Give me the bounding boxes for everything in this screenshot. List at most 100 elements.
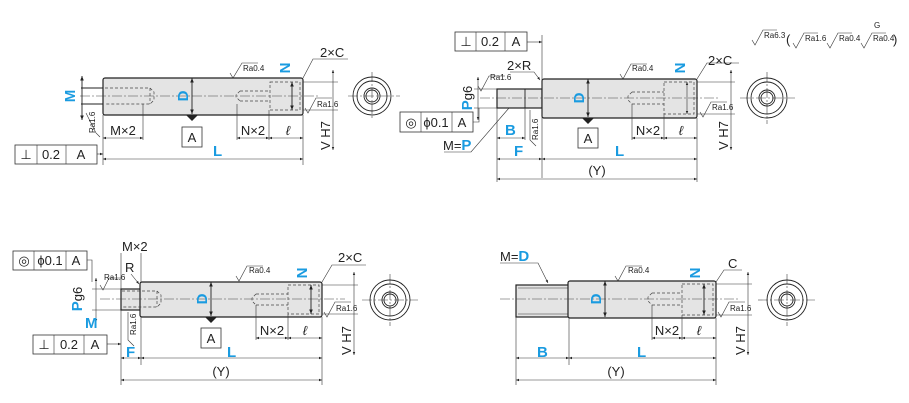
dim-n-x2: N×2	[636, 123, 660, 138]
svg-text:M=P: M=P	[443, 137, 471, 154]
dim-length-l: L	[637, 344, 646, 361]
fig2-tol-top-symbol: ⊥	[460, 34, 471, 49]
dim-m-x2: M×2	[110, 123, 136, 138]
dim-d: D	[194, 293, 211, 304]
fig2-m-p: P	[461, 137, 471, 154]
shaft-body	[139, 281, 323, 318]
dim-n: N	[672, 63, 689, 74]
fig2-m-eq: M=	[443, 138, 461, 153]
coaxiality-frame: ◎ ϕ0.1 A	[399, 108, 480, 133]
dim-p: P	[459, 100, 476, 110]
figure-4-threaded-shaft: M=D Ra0.4 D N C Ra1.6 N×2 ℓ B L (Y) V H7	[500, 248, 815, 385]
end-view	[758, 274, 815, 326]
dim-n-x2: N×2	[655, 323, 679, 338]
fig3-tol-coax-symbol: ◎	[18, 253, 29, 268]
roughness-end: Ra1.6	[317, 100, 339, 109]
legend-ra-b: Ra0.4	[839, 34, 861, 43]
dim-n: N	[687, 268, 704, 279]
svg-text:M=D: M=D	[500, 248, 529, 265]
dim-v-h7: V H7	[339, 326, 354, 355]
tolerance-frame: ⊥ 0.2 A	[32, 334, 121, 355]
roughness-end: Ra1.6	[336, 304, 358, 313]
roughness-end: Ra1.6	[712, 103, 734, 112]
roughness-shaft: Ra1.6	[490, 73, 512, 82]
roughness-top: Ra0.4	[628, 266, 650, 275]
shaft-body	[541, 78, 698, 119]
dim-f: F	[126, 344, 135, 361]
dim-l-small: ℓ	[697, 323, 702, 338]
fig3-g6: g6	[70, 287, 85, 301]
fig2-tol-top-datum: A	[512, 34, 521, 49]
chamfer-label: 2×C	[708, 53, 732, 68]
fig3-tol-coax-value: ϕ0.1	[37, 253, 62, 268]
tolerance-frame: ⊥ 0.2 A	[14, 144, 103, 165]
roughness-face: Ra1.6	[88, 111, 97, 133]
roughness-shaft: Ra1.6	[104, 273, 126, 282]
figure-1-straight-shaft: M D A N 2×C Ra0.4 Ra1.6 Ra1.6 M×2 N×2 ℓ …	[14, 45, 400, 165]
dim-total-y: (Y)	[607, 364, 624, 379]
surface-roughness-legend: Ra6.3 ( Ra1.6 Ra0.4 Ra0.4 G )	[751, 21, 897, 49]
roughness-shoulder: Ra1.6	[129, 313, 138, 335]
dim-n-x2: N×2	[241, 123, 265, 138]
dim-m-x2: M×2	[122, 239, 148, 254]
roughness-shoulder: Ra1.6	[531, 118, 540, 140]
dim-v-h7: V H7	[716, 121, 731, 150]
dim-total-y: (Y)	[588, 163, 605, 178]
dim-l-small: ℓ	[679, 123, 684, 138]
fig1-tol-value: 0.2	[42, 147, 60, 162]
end-view	[348, 72, 400, 120]
dim-m: M	[85, 315, 98, 332]
svg-text:Pg6: Pg6	[69, 287, 86, 311]
chamfer-label: C	[728, 256, 737, 271]
fig1-tol-datum: A	[77, 147, 86, 162]
legend-paren-close: )	[893, 32, 897, 47]
end-view	[740, 72, 795, 124]
dim-length-l: L	[615, 143, 624, 160]
legend-ra-c: Ra0.4	[873, 34, 895, 43]
dim-d: D	[588, 293, 605, 304]
fig3-p: P	[69, 301, 86, 311]
dim-f: F	[514, 143, 523, 160]
dim-length-l: L	[213, 143, 222, 160]
dim-n: N	[277, 63, 294, 74]
roughness-top: Ra0.4	[243, 64, 265, 73]
dim-b: B	[505, 122, 516, 139]
legend-ra-c-grade: G	[874, 21, 880, 30]
fig2-tol-coax-value: ϕ0.1	[423, 115, 448, 130]
fig4-m-eq: M=	[500, 249, 518, 264]
radius-label: 2×R	[507, 58, 531, 73]
dim-l-small: ℓ	[303, 323, 308, 338]
roughness-top: Ra0.4	[632, 64, 654, 73]
dim-v-h7: V H7	[733, 326, 748, 355]
dim-d: D	[571, 92, 588, 103]
dim-g6: g6	[460, 86, 475, 100]
legend-paren-open: (	[786, 32, 791, 47]
fig3-tol-symbol: ⊥	[38, 337, 49, 352]
fig2-tol-coax-symbol: ◎	[405, 115, 416, 130]
threaded-section	[515, 284, 570, 318]
svg-text:Pg6: Pg6	[459, 86, 476, 110]
dim-d: D	[175, 90, 192, 101]
dim-v-h7: V H7	[318, 121, 333, 150]
dim-n: N	[294, 268, 311, 279]
shaft-body	[102, 77, 304, 116]
dim-length-l: L	[227, 344, 236, 361]
legend-ra-main: Ra6.3	[764, 31, 786, 40]
dim-l-small: ℓ	[286, 123, 291, 138]
datum-a: A	[207, 331, 216, 346]
fig2-tol-coax-datum: A	[458, 115, 467, 130]
fig4-m-d: D	[518, 248, 529, 265]
legend-ra-a: Ra1.6	[805, 34, 827, 43]
fig3-tol-datum: A	[91, 337, 100, 352]
chamfer-label: 2×C	[338, 250, 362, 265]
dim-m: M	[62, 90, 79, 103]
fig3-tol-value: 0.2	[60, 337, 78, 352]
fig1-tol-symbol: ⊥	[20, 147, 31, 162]
chamfer-label: 2×C	[320, 45, 344, 60]
dim-total-y: (Y)	[212, 364, 229, 379]
dim-b: B	[537, 344, 548, 361]
